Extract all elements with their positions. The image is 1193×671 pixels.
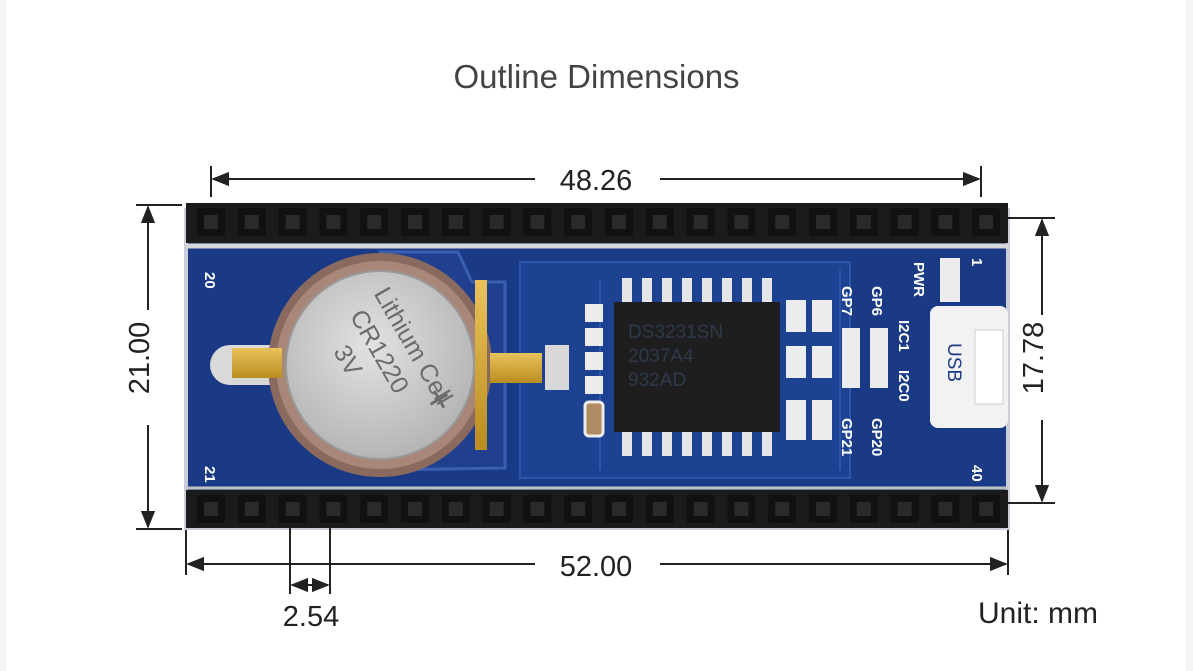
usb-port [930, 306, 1008, 428]
chip-leg [722, 432, 732, 456]
top-header-pin [244, 215, 259, 229]
dim-pin-pitch: 2.54 [283, 528, 339, 633]
smd-pads [583, 304, 605, 438]
chip-leg [702, 278, 712, 302]
top-header-pin [652, 215, 667, 229]
bottom-header-pin [408, 502, 422, 516]
top-header-pin [856, 215, 871, 229]
chip-marking-line1: DS3231SN [628, 322, 723, 343]
chip-leg [642, 432, 652, 456]
top-header-pin [448, 215, 463, 229]
jumper-pads [786, 258, 960, 440]
bottom-header-pin [367, 502, 382, 516]
bottom-header-pin [285, 502, 300, 516]
chip-leg [762, 278, 772, 302]
dim-bottom-width: 52.00 [185, 530, 1009, 583]
pwr-label: PWR [910, 262, 927, 297]
bottom-header-pin [326, 502, 341, 516]
chip-leg [622, 432, 632, 456]
chip-marking-line3: 932AD [628, 370, 686, 391]
pin-pitch-value: 2.54 [283, 601, 339, 633]
chip-marking-line2: 2037A4 [628, 346, 694, 367]
bottom-header-pin [979, 502, 994, 516]
top-header-pin [408, 215, 422, 229]
chip-leg [722, 278, 732, 302]
top-header-pin [489, 215, 504, 229]
bottom-width-value: 52.00 [560, 551, 633, 583]
top-header-pin [979, 215, 994, 229]
chip-leg [742, 278, 752, 302]
gp7-label: GP7 [838, 286, 855, 316]
chip-leg [662, 432, 672, 456]
bottom-header-pin [775, 502, 790, 516]
pin-21-label: 21 [201, 466, 218, 483]
chip-leg [742, 432, 752, 456]
gp21-label: GP21 [838, 418, 855, 456]
usb-label: USB [943, 343, 964, 382]
bottom-header-pin [244, 502, 259, 516]
bottom-header-pin [448, 502, 463, 516]
dim-top-width: 48.26 [210, 165, 982, 197]
top-pin-header [186, 203, 1008, 249]
bottom-header-pin [693, 502, 708, 516]
unit-label: Unit: mm [978, 597, 1098, 630]
top-width-value: 48.26 [560, 165, 633, 197]
bottom-header-pin [612, 502, 626, 516]
top-header-pin [734, 215, 749, 229]
gp20-label: GP20 [868, 418, 885, 456]
top-header-pin [326, 215, 341, 229]
top-header-pin [571, 215, 586, 229]
bottom-header-pin [938, 502, 953, 516]
pin-1-label: 1 [968, 258, 985, 266]
top-header-pin [938, 215, 953, 229]
bottom-header-pin [204, 502, 218, 516]
chip-leg [662, 278, 672, 302]
top-header-pin [775, 215, 790, 229]
page-title: Outline Dimensions [453, 58, 740, 95]
chip-leg [762, 432, 772, 456]
pin-20-label: 20 [201, 272, 218, 289]
top-header-pin [897, 215, 912, 229]
i2c0-label: I2C0 [895, 370, 912, 402]
pin-40-label: 40 [968, 465, 985, 482]
dim-right-height: 17.78 [1008, 217, 1055, 504]
gp6-label: GP6 [868, 286, 885, 316]
chip-leg [702, 432, 712, 456]
bottom-header-pin [897, 502, 912, 516]
bottom-pin-header [186, 486, 1008, 528]
left-height-value: 21.00 [124, 322, 156, 395]
battery-holder [210, 250, 569, 477]
top-header-pin [612, 215, 626, 229]
bottom-header-pin [816, 502, 830, 516]
chip-leg [622, 278, 632, 302]
bottom-header-pin [489, 502, 504, 516]
bottom-header-pin [856, 502, 871, 516]
top-header-pin [285, 215, 300, 229]
bottom-header-pin [734, 502, 749, 516]
bottom-header-pin [652, 502, 667, 516]
top-header-pin [816, 215, 830, 229]
silkscreen: 20 21 1 40 PWR GP6 GP7 I2C1 I2C0 GP20 GP… [201, 258, 985, 483]
rtc-chip: DS3231SN 2037A4 932AD [614, 278, 780, 456]
top-header-pin [530, 215, 545, 229]
bottom-header-pin [571, 502, 586, 516]
chip-leg [682, 432, 692, 456]
top-header-pin [204, 215, 218, 229]
top-header-pin [367, 215, 382, 229]
dim-left-height: 21.00 [124, 204, 182, 530]
bottom-header-pin [530, 502, 545, 516]
chip-leg [682, 278, 692, 302]
right-height-value: 17.78 [1018, 322, 1050, 395]
chip-leg [642, 278, 652, 302]
top-header-pin [693, 215, 708, 229]
i2c1-label: I2C1 [895, 320, 912, 352]
